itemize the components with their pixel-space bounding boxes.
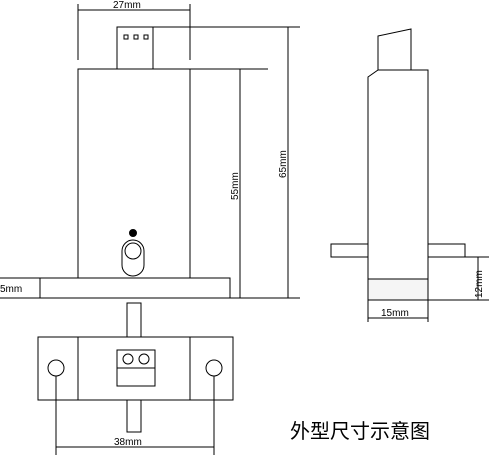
usb-contact: [123, 34, 129, 40]
label-base-thickness: 5mm: [0, 284, 22, 295]
terminal-screw: [122, 353, 134, 365]
label-width-top: 27mm: [113, 0, 141, 11]
label-height-body: 55mm: [230, 172, 241, 200]
knob-cap: [124, 242, 142, 260]
side-body: [367, 69, 429, 301]
bottom-view: [37, 302, 234, 455]
label-height-total: 65mm: [278, 150, 289, 178]
terminal-screw: [138, 353, 150, 365]
mounting-hole-right: [205, 359, 223, 377]
mounting-hole-left: [47, 359, 65, 377]
usb-plug: [116, 26, 154, 70]
side-pin-right: [427, 243, 466, 258]
indicator-led: [129, 229, 137, 237]
shaft-bottom: [126, 399, 142, 433]
side-pin-left: [330, 243, 369, 258]
knob: [121, 239, 145, 277]
side-view: [330, 28, 489, 322]
label-hole-spacing: 38mm: [114, 437, 142, 448]
shaft-top: [126, 302, 142, 338]
label-side-height: 12mm: [474, 270, 485, 298]
usb-contact: [143, 34, 149, 40]
front-view: [0, 4, 300, 299]
base-plate: [39, 277, 231, 299]
usb-contact: [133, 34, 139, 40]
side-base-strip: [368, 279, 428, 300]
diagram-title: 外型尺寸示意图: [290, 419, 430, 443]
label-side-width: 15mm: [381, 308, 409, 319]
side-plug: [377, 28, 412, 71]
main-body: [77, 68, 191, 279]
